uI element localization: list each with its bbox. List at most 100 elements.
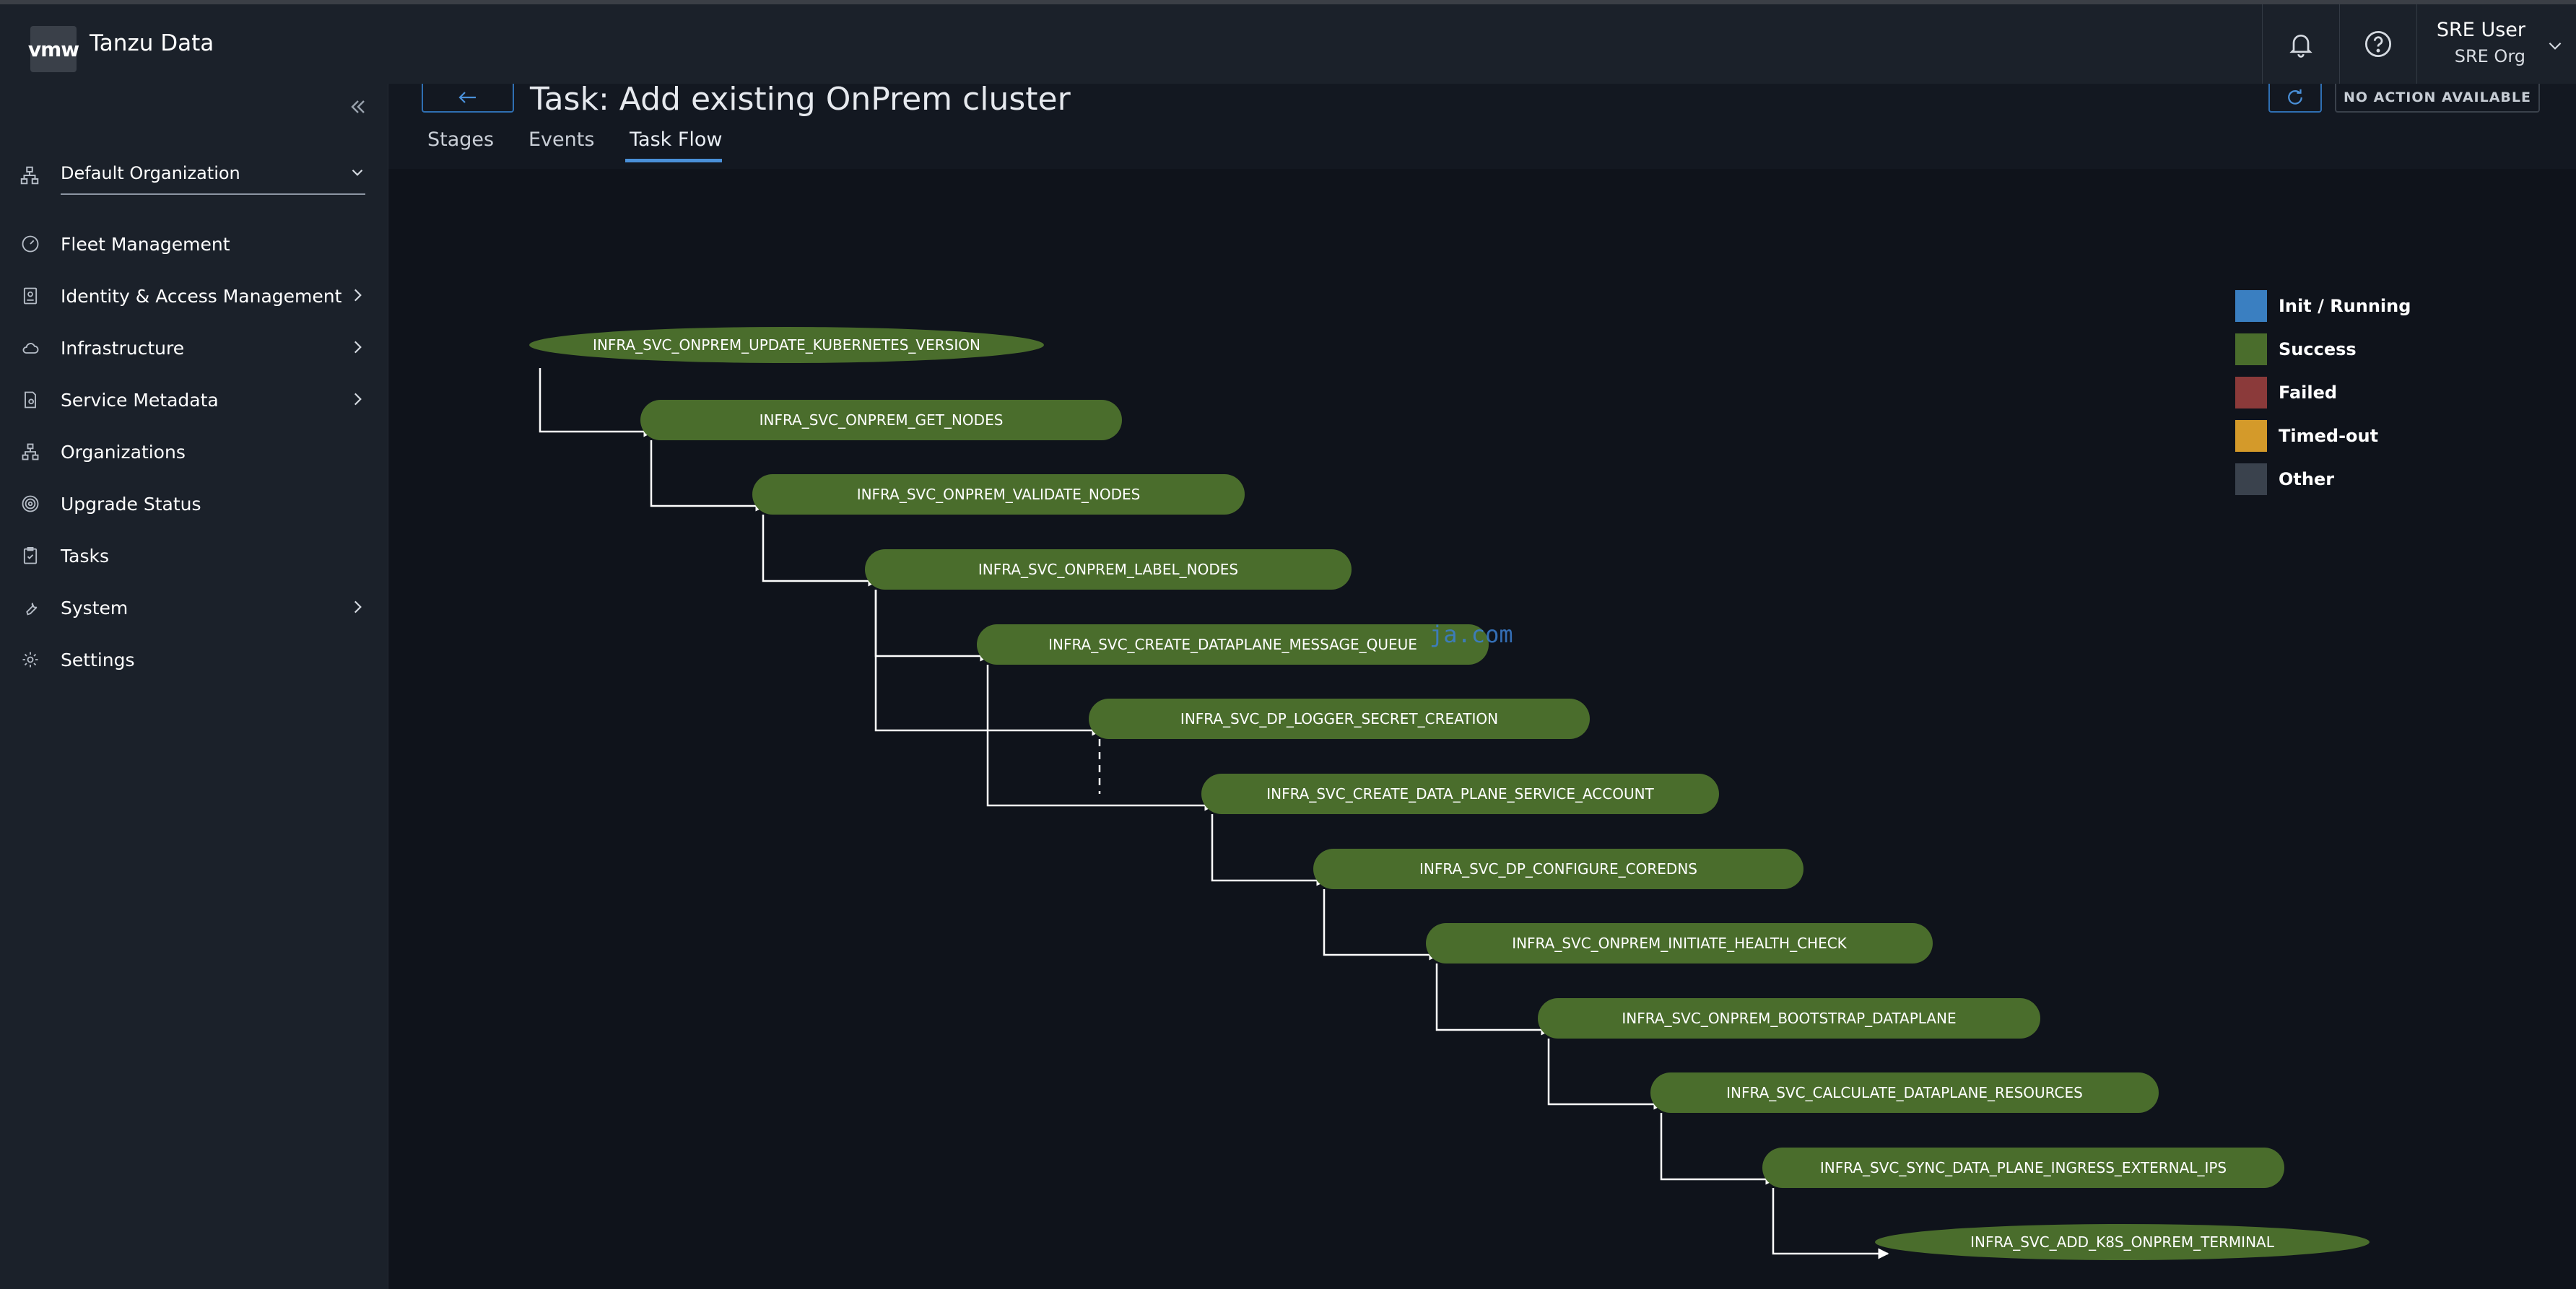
sidebar-item-label: Identity & Access Management bbox=[61, 285, 342, 307]
legend-item-failed: Failed bbox=[2235, 377, 2337, 408]
chevron-down-icon bbox=[2549, 42, 2562, 50]
flow-node[interactable]: INFRA_SVC_CREATE_DATAPLANE_MESSAGE_QUEUE bbox=[977, 624, 1489, 665]
flow-node-label: INFRA_SVC_ONPREM_INITIATE_HEALTH_CHECK bbox=[1512, 935, 1847, 952]
flow-node-label: INFRA_SVC_ONPREM_LABEL_NODES bbox=[978, 561, 1238, 578]
sidebar-item-upgrade-status[interactable]: Upgrade Status bbox=[19, 484, 373, 524]
flow-node[interactable]: INFRA_SVC_ONPREM_INITIATE_HEALTH_CHECK bbox=[1426, 923, 1933, 964]
notifications-button[interactable] bbox=[2262, 4, 2339, 84]
sidebar-item-infrastructure[interactable]: Infrastructure bbox=[19, 328, 373, 368]
sidebar-item-system[interactable]: System bbox=[19, 587, 373, 628]
refresh-button[interactable] bbox=[2268, 84, 2322, 113]
flow-node[interactable]: INFRA_SVC_SYNC_DATA_PLANE_INGRESS_EXTERN… bbox=[1762, 1148, 2284, 1188]
top-bar: vmw Tanzu Data SRE User SRE Org bbox=[0, 0, 2576, 84]
legend-item-timed-out: Timed-out bbox=[2235, 420, 2378, 452]
flow-node-label: INFRA_SVC_CREATE_DATAPLANE_MESSAGE_QUEUE bbox=[1048, 636, 1417, 653]
flow-node[interactable]: INFRA_SVC_ADD_K8S_ONPREM_TERMINAL bbox=[1875, 1224, 2370, 1260]
flow-node-label: INFRA_SVC_SYNC_DATA_PLANE_INGRESS_EXTERN… bbox=[1820, 1159, 2227, 1176]
flow-node-label: INFRA_SVC_ADD_K8S_ONPREM_TERMINAL bbox=[1970, 1233, 2275, 1251]
flow-node[interactable]: INFRA_SVC_ONPREM_BOOTSTRAP_DATAPLANE bbox=[1538, 998, 2040, 1039]
flow-node[interactable]: INFRA_SVC_ONPREM_UPDATE_KUBERNETES_VERSI… bbox=[529, 327, 1044, 363]
flow-edge bbox=[1660, 1113, 1777, 1185]
chevron-right-icon bbox=[354, 341, 362, 354]
sidebar-item-organizations[interactable]: Organizations bbox=[19, 432, 373, 472]
flow-node-shape bbox=[1538, 998, 2040, 1039]
chevron-right-icon bbox=[354, 600, 362, 613]
legend-item-success: Success bbox=[2235, 333, 2357, 365]
sidebar-item-label: Organizations bbox=[61, 441, 186, 463]
flow-node[interactable]: INFRA_SVC_CALCULATE_DATAPLANE_RESOURCES bbox=[1650, 1072, 2159, 1113]
collapse-sidebar-icon[interactable] bbox=[347, 95, 370, 118]
help-button[interactable] bbox=[2339, 4, 2416, 84]
sidebar-item-service-metadata[interactable]: Service Metadata bbox=[19, 380, 373, 420]
tab-stages[interactable]: Stages bbox=[427, 128, 495, 151]
help-icon bbox=[2364, 30, 2392, 58]
document-icon bbox=[19, 388, 42, 411]
flow-edge bbox=[1211, 814, 1328, 886]
user-name: SRE User bbox=[2436, 19, 2525, 41]
org-tree-icon bbox=[20, 166, 39, 185]
task-flow-diagram: INFRA_SVC_ONPREM_UPDATE_KUBERNETES_VERSI… bbox=[529, 327, 2370, 1260]
flow-node-label: INFRA_SVC_ONPREM_BOOTSTRAP_DATAPLANE bbox=[1622, 1010, 1956, 1027]
sidebar-item-label: System bbox=[61, 597, 129, 619]
legend-item-other: Other bbox=[2235, 463, 2334, 495]
sidebar-item-label: Service Metadata bbox=[61, 389, 219, 411]
id-badge-icon bbox=[19, 284, 42, 307]
active-tab-indicator bbox=[625, 159, 722, 162]
flow-node-shape bbox=[977, 624, 1489, 665]
sidebar-item-tasks[interactable]: Tasks bbox=[19, 536, 373, 576]
organization-selector[interactable]: Default Organization bbox=[19, 154, 373, 195]
flow-edge bbox=[762, 515, 879, 587]
flow-node-label: INFRA_SVC_ONPREM_GET_NODES bbox=[760, 411, 1004, 429]
sidebar-item-settings[interactable]: Settings bbox=[19, 639, 373, 680]
org-tree-icon bbox=[19, 440, 42, 463]
sidebar-item-label: Infrastructure bbox=[61, 337, 185, 359]
task-header: Task: Add existing OnPrem cluster NO ACT… bbox=[388, 81, 2576, 169]
app-name[interactable]: Tanzu Data bbox=[90, 30, 214, 56]
gear-icon bbox=[19, 648, 42, 671]
tab-events[interactable]: Events bbox=[528, 128, 595, 151]
no-action-button[interactable]: NO ACTION AVAILABLE bbox=[2335, 84, 2540, 113]
flow-edge bbox=[1435, 964, 1552, 1036]
flow-edge bbox=[650, 440, 767, 512]
chevron-right-icon bbox=[354, 393, 362, 406]
tab-task-flow[interactable]: Task Flow bbox=[630, 128, 723, 151]
legend-swatch bbox=[2235, 377, 2267, 408]
refresh-icon bbox=[2288, 89, 2302, 105]
flow-node[interactable]: INFRA_SVC_ONPREM_VALIDATE_NODES bbox=[752, 474, 1245, 515]
back-button[interactable] bbox=[422, 84, 514, 113]
flow-edge bbox=[986, 665, 1216, 811]
flow-node-label: INFRA_SVC_CREATE_DATA_PLANE_SERVICE_ACCO… bbox=[1266, 785, 1654, 803]
flow-node[interactable]: INFRA_SVC_ONPREM_LABEL_NODES bbox=[865, 549, 1352, 590]
vmware-logo[interactable]: vmw bbox=[28, 26, 79, 72]
clipboard-icon bbox=[19, 544, 42, 567]
main-content: Task: Add existing OnPrem cluster NO ACT… bbox=[388, 81, 2576, 1289]
flow-node-shape bbox=[752, 474, 1245, 515]
page-title: Task: Add existing OnPrem cluster bbox=[530, 81, 1071, 118]
flow-node[interactable]: INFRA_SVC_DP_CONFIGURE_COREDNS bbox=[1313, 849, 1803, 889]
legend-label: Init / Running bbox=[2279, 296, 2411, 316]
user-menu[interactable]: SRE User SRE Org bbox=[2416, 4, 2576, 84]
chevron-right-icon bbox=[354, 289, 362, 302]
flow-node-shape bbox=[529, 327, 1044, 363]
wrench-icon bbox=[19, 596, 42, 619]
organization-selector-label: Default Organization bbox=[61, 163, 240, 183]
bell-icon bbox=[2289, 35, 2312, 58]
gauge-icon bbox=[19, 232, 42, 255]
sidebar-item-label: Settings bbox=[61, 649, 135, 670]
arrow-left-icon bbox=[458, 92, 476, 103]
sidebar-item-label: Upgrade Status bbox=[61, 493, 201, 515]
legend-label: Other bbox=[2279, 469, 2335, 489]
sidebar-item-fleet-management[interactable]: Fleet Management bbox=[19, 224, 373, 264]
flow-node[interactable]: INFRA_SVC_DP_LOGGER_SECRET_CREATION bbox=[1089, 699, 1590, 739]
chevron-down-icon bbox=[352, 169, 363, 176]
flow-node-label: INFRA_SVC_ONPREM_UPDATE_KUBERNETES_VERSI… bbox=[593, 336, 980, 354]
flow-node-shape bbox=[1201, 774, 1719, 814]
flow-node-shape bbox=[640, 400, 1122, 440]
legend-swatch bbox=[2235, 420, 2267, 452]
flow-node[interactable]: INFRA_SVC_ONPREM_GET_NODES bbox=[640, 400, 1122, 440]
flow-node[interactable]: INFRA_SVC_CREATE_DATA_PLANE_SERVICE_ACCO… bbox=[1201, 774, 1719, 814]
sidebar-item-identity-access-management[interactable]: Identity & Access Management bbox=[19, 276, 373, 316]
top-right-actions: SRE User SRE Org bbox=[2262, 4, 2576, 84]
sidebar: Default Organization Fleet Management Id… bbox=[0, 84, 388, 1289]
flow-node-label: INFRA_SVC_DP_CONFIGURE_COREDNS bbox=[1419, 860, 1697, 878]
